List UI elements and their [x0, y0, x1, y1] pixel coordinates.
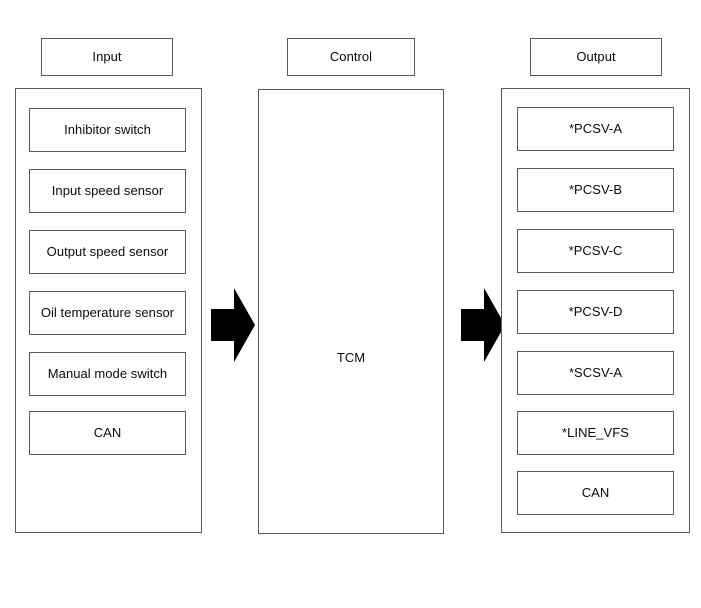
- column-header-input: Input: [41, 38, 173, 76]
- input-item-manual-mode-switch: Manual mode switch: [29, 352, 186, 396]
- column-header-output: Output: [530, 38, 662, 76]
- arrow-right-icon-input-to-control: [211, 288, 255, 362]
- tcm-label: TCM: [336, 350, 366, 365]
- column-header-input-label: Input: [92, 48, 122, 64]
- input-item-output-speed-sensor: Output speed sensor: [29, 230, 186, 274]
- output-item-label: *PCSV-C: [568, 242, 623, 258]
- output-item-can: CAN: [517, 471, 674, 515]
- output-item-scsv-a: *SCSV-A: [517, 351, 674, 395]
- output-item-pcsv-b: *PCSV-B: [517, 168, 674, 212]
- output-item-label: *LINE_VFS: [562, 424, 629, 440]
- output-item-pcsv-c: *PCSV-C: [517, 229, 674, 273]
- output-item-label: *PCSV-B: [568, 181, 623, 197]
- input-item-label: Output speed sensor: [46, 243, 169, 259]
- input-item-oil-temperature-sensor: Oil temperature sensor: [29, 291, 186, 335]
- arrow-right-icon-control-to-output: [461, 288, 505, 362]
- output-item-pcsv-d: *PCSV-D: [517, 290, 674, 334]
- column-header-control-label: Control: [329, 48, 373, 64]
- input-item-inhibitor-switch: Inhibitor switch: [29, 108, 186, 152]
- output-item-label: CAN: [581, 484, 610, 500]
- input-item-label: CAN: [93, 424, 122, 440]
- output-item-label: *SCSV-A: [568, 364, 623, 380]
- input-item-input-speed-sensor: Input speed sensor: [29, 169, 186, 213]
- input-item-label: Inhibitor switch: [64, 121, 151, 137]
- output-item-label: *PCSV-D: [568, 303, 623, 319]
- column-container-control: [258, 89, 444, 534]
- output-item-line-vfs: *LINE_VFS: [517, 411, 674, 455]
- output-item-pcsv-a: *PCSV-A: [517, 107, 674, 151]
- input-item-label: Manual mode switch: [47, 365, 168, 381]
- column-header-control: Control: [287, 38, 415, 76]
- column-header-output-label: Output: [576, 48, 616, 64]
- input-item-label: Oil temperature sensor: [40, 304, 175, 320]
- input-item-can: CAN: [29, 411, 186, 455]
- output-item-label: *PCSV-A: [568, 120, 623, 136]
- input-item-label: Input speed sensor: [51, 182, 164, 198]
